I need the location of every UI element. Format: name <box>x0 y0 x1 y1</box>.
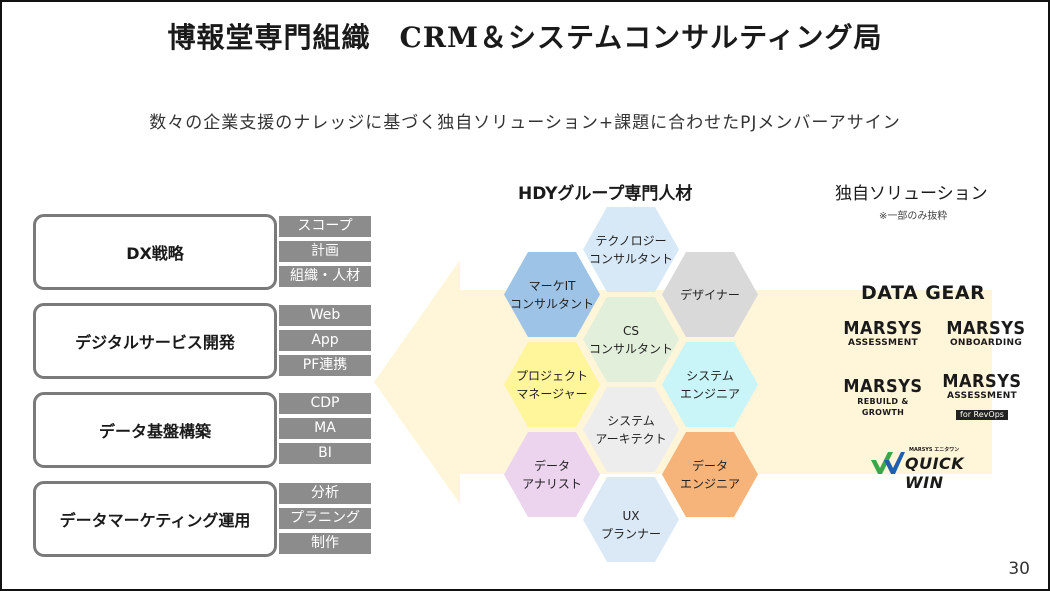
quick-win-main: QUICK WIN <box>905 454 965 492</box>
page-title: 博報堂専門組織 CRM＆システムコンサルティング局 <box>167 21 883 54</box>
tag-cdp: CDP <box>279 393 371 414</box>
hex-label-data-analyst: データ アナリスト <box>522 459 582 491</box>
data-gear-logo: DATA GEAR <box>861 282 986 304</box>
marsys-onboarding-sub: ONBOARDING <box>949 338 1023 348</box>
hex-label-system-architect: システム アーキテクト <box>595 414 667 446</box>
tag-app: App <box>279 330 371 351</box>
marsys-onboarding-name: MARSYS <box>946 318 1026 339</box>
page-number: 30 <box>1008 559 1030 579</box>
marsys-rebuild-sub: REBUILD & GROWTH <box>857 397 909 417</box>
marsys-onboarding-logo: MARSYS ONBOARDING <box>944 320 1028 349</box>
marsys-revops-sub: ASSESSMENT <box>946 391 1017 401</box>
hex-label-cs-consultant: CS コンサルタント <box>588 324 673 356</box>
hex-label-tech-consultant: テクノロジー コンサルタント <box>588 234 673 266</box>
tag-organization: 組織・人材 <box>279 266 371 287</box>
hex-label-project-manager: プロジェクト マネージャー <box>515 369 588 401</box>
quick-win-top: MARSYS エニタワン <box>909 447 960 453</box>
hex-label-designer: デザイナー <box>680 288 740 302</box>
tag-web: Web <box>279 305 371 326</box>
tag-analysis: 分析 <box>279 483 371 504</box>
hex-label-system-engineer: システム エンジニア <box>679 369 740 401</box>
marsys-assessment-name: MARSYS <box>843 318 923 339</box>
revops-badge: for RevOps <box>956 410 1008 420</box>
tag-production: 制作 <box>279 533 371 554</box>
tag-bi: BI <box>279 443 371 464</box>
service-data-marketing: データマーケティング運用 <box>33 481 277 557</box>
hex-label-data-engineer: データ エンジニア <box>679 459 740 491</box>
quick-win-logo: MARSYS エニタワン QUICK WIN <box>871 446 1001 492</box>
service-digital-dev: デジタルサービス開発 <box>33 303 277 379</box>
tag-planning: プラニング <box>279 508 371 529</box>
marsys-revops-logo: MARSYS ASSESSMENT for RevOps <box>942 373 1022 421</box>
tag-pf: PF連携 <box>279 355 371 376</box>
service-data-platform: データ基盤構築 <box>33 392 277 468</box>
marsys-assessment-sub: ASSESSMENT <box>847 338 918 348</box>
tag-plan: 計画 <box>279 241 371 262</box>
solutions-note: ※一部のみ抜粋 <box>879 211 948 222</box>
hdy-heading: HDYグループ専門人材 <box>518 184 693 204</box>
marsys-rebuild-name: MARSYS <box>843 376 923 397</box>
marsys-rebuild-logo: MARSYS REBUILD & GROWTH <box>840 378 926 418</box>
marsys-revops-name: MARSYS <box>942 371 1022 392</box>
quick-win-check-icon <box>871 452 905 474</box>
hex-label-ux-planner: UX プランナー <box>600 509 661 541</box>
tag-scope: スコープ <box>279 216 371 237</box>
page-subtitle: 数々の企業支援のナレッジに基づく独自ソリューション+課題に合わせたPJメンバーア… <box>149 113 901 133</box>
solutions-heading: 独自ソリューション <box>835 184 988 204</box>
hex-label-marketing-it: マーケIT コンサルタント <box>509 279 594 311</box>
marsys-assessment-logo: MARSYS ASSESSMENT <box>842 320 924 349</box>
service-dx-strategy: DX戦略 <box>33 214 277 290</box>
tag-ma: MA <box>279 418 371 439</box>
